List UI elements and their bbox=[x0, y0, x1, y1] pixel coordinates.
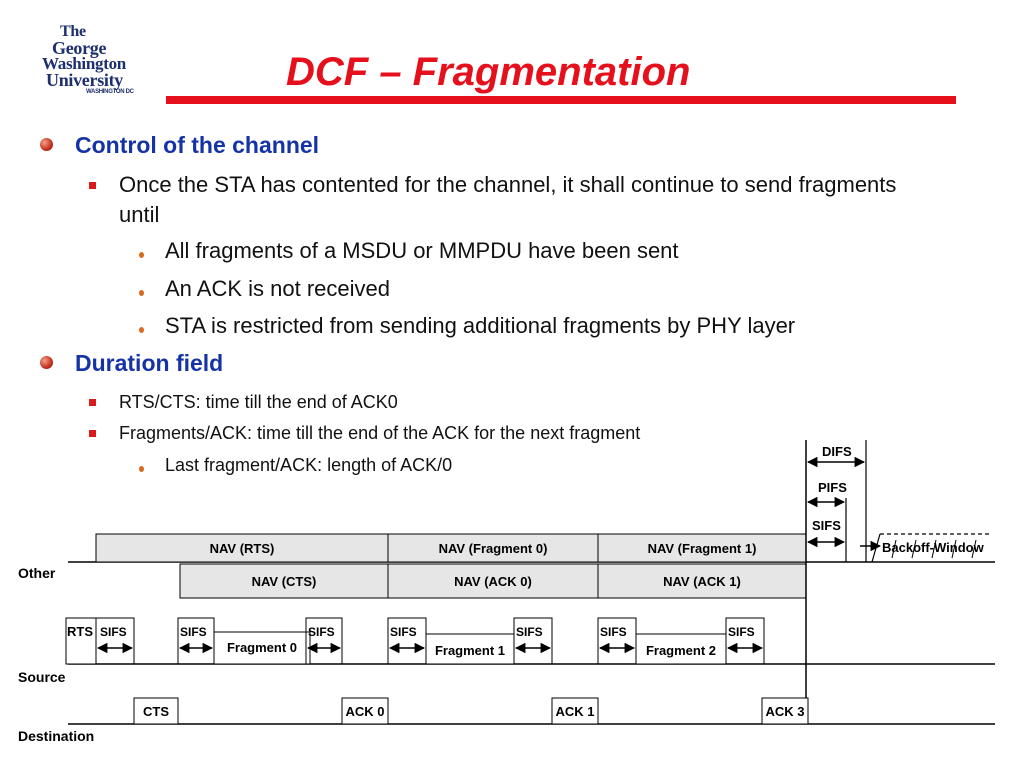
bullet-text: STA is restricted from sending additiona… bbox=[165, 313, 796, 338]
drop-bullet-icon bbox=[139, 252, 144, 258]
source-fragment-1: Fragment 1 bbox=[435, 643, 505, 658]
bullet-text: An ACK is not received bbox=[165, 276, 391, 301]
source-frames: RTS Fragment 0 Fragment 1 Fragment 2 bbox=[65, 617, 727, 665]
logo-subtitle: WASHINGTON DC bbox=[86, 89, 134, 95]
drop-bullet-icon bbox=[139, 466, 144, 472]
sifs-2: SIFS bbox=[180, 625, 207, 639]
bullet-text: Control of the channel bbox=[75, 132, 320, 158]
fragmentation-timing-diagram: Other Source Destination NAV (RTS) NAV (… bbox=[18, 440, 995, 744]
bullet-marker-icon bbox=[40, 356, 53, 369]
pifs-label: PIFS bbox=[818, 480, 847, 495]
nav-cts: NAV (CTS) bbox=[252, 574, 317, 589]
bullet-fragments-ack: Fragments/ACK: time till the end of the … bbox=[89, 421, 641, 445]
nav-fragment-1: NAV (Fragment 1) bbox=[648, 541, 757, 556]
bullet-contend: Once the STA has contented for the chann… bbox=[89, 170, 919, 230]
nav-ack-1: NAV (ACK 1) bbox=[663, 574, 741, 589]
drop-bullet-icon bbox=[139, 327, 144, 333]
sifs-7: SIFS bbox=[728, 625, 755, 639]
university-logo: The George Washington University WASHING… bbox=[38, 23, 168, 96]
dest-cts: CTS bbox=[143, 704, 169, 719]
dest-ack-1: ACK 1 bbox=[555, 704, 594, 719]
drop-bullet-icon bbox=[139, 290, 144, 296]
bullet-text: Duration field bbox=[75, 350, 224, 376]
sifs-3: SIFS bbox=[308, 625, 335, 639]
nav-fragment-0: NAV (Fragment 0) bbox=[439, 541, 548, 556]
source-fragment-0: Fragment 0 bbox=[227, 640, 297, 655]
bullet-text: Fragments/ACK: time till the end of the … bbox=[119, 423, 641, 443]
bullet-text: Last fragment/ACK: length of ACK/0 bbox=[165, 455, 453, 475]
slide-title: DCF – Fragmentation bbox=[286, 50, 691, 94]
logo-line-4: University bbox=[46, 70, 123, 90]
nav-bottom-row: NAV (CTS) NAV (ACK 0) NAV (ACK 1) bbox=[179, 563, 807, 599]
sifs-1: SIFS bbox=[100, 625, 127, 639]
bullet-marker-icon bbox=[40, 138, 53, 151]
title-underline bbox=[166, 96, 956, 104]
destination-frames: CTS ACK 0 ACK 1 ACK 3 bbox=[133, 697, 809, 725]
sifs-6: SIFS bbox=[600, 625, 627, 639]
bullet-text: RTS/CTS: time till the end of ACK0 bbox=[119, 392, 398, 412]
bullet-rts-cts: RTS/CTS: time till the end of ACK0 bbox=[89, 390, 398, 414]
bullet-phy-restricted: STA is restricted from sending additiona… bbox=[139, 313, 796, 339]
backoff-window: Backoff-Window bbox=[860, 533, 992, 563]
bullet-text: Once the STA has contented for the chann… bbox=[119, 172, 897, 227]
nav-top-row: NAV (RTS) NAV (Fragment 0) NAV (Fragment… bbox=[95, 533, 807, 563]
source-fragment-2: Fragment 2 bbox=[646, 643, 716, 658]
row-label-destination: Destination bbox=[18, 728, 94, 744]
row-label-other: Other bbox=[18, 565, 56, 581]
square-bullet-icon bbox=[89, 182, 96, 189]
row-label-source: Source bbox=[18, 669, 66, 685]
source-sifs-markers: SIFS SIFS SIFS SIFS SIFS SIFS SIFS bbox=[95, 617, 765, 665]
sifs-4: SIFS bbox=[390, 625, 417, 639]
difs-label: DIFS bbox=[822, 444, 852, 459]
bullet-text: All fragments of a MSDU or MMPDU have be… bbox=[165, 238, 679, 263]
logo-line-3: Washington bbox=[42, 54, 126, 73]
backoff-window-label: Backoff-Window bbox=[882, 540, 985, 555]
bullet-control-of-channel: Control of the channel bbox=[40, 132, 320, 159]
sifs-5: SIFS bbox=[516, 625, 543, 639]
nav-ack-0: NAV (ACK 0) bbox=[454, 574, 532, 589]
logo-line-1: The bbox=[60, 23, 86, 40]
dest-ack-3: ACK 3 bbox=[765, 704, 804, 719]
bullet-ack-not-received: An ACK is not received bbox=[139, 276, 391, 302]
source-rts: RTS bbox=[67, 624, 93, 639]
nav-rts: NAV (RTS) bbox=[210, 541, 275, 556]
logo-line-2: George bbox=[52, 38, 107, 58]
bullet-duration-field: Duration field bbox=[40, 350, 224, 377]
dest-ack-0: ACK 0 bbox=[345, 704, 384, 719]
sifs-label-end: SIFS bbox=[812, 518, 841, 533]
bullet-all-fragments: All fragments of a MSDU or MMPDU have be… bbox=[139, 238, 679, 264]
square-bullet-icon bbox=[89, 430, 96, 437]
square-bullet-icon bbox=[89, 399, 96, 406]
bullet-last-fragment: Last fragment/ACK: length of ACK/0 bbox=[139, 455, 453, 476]
